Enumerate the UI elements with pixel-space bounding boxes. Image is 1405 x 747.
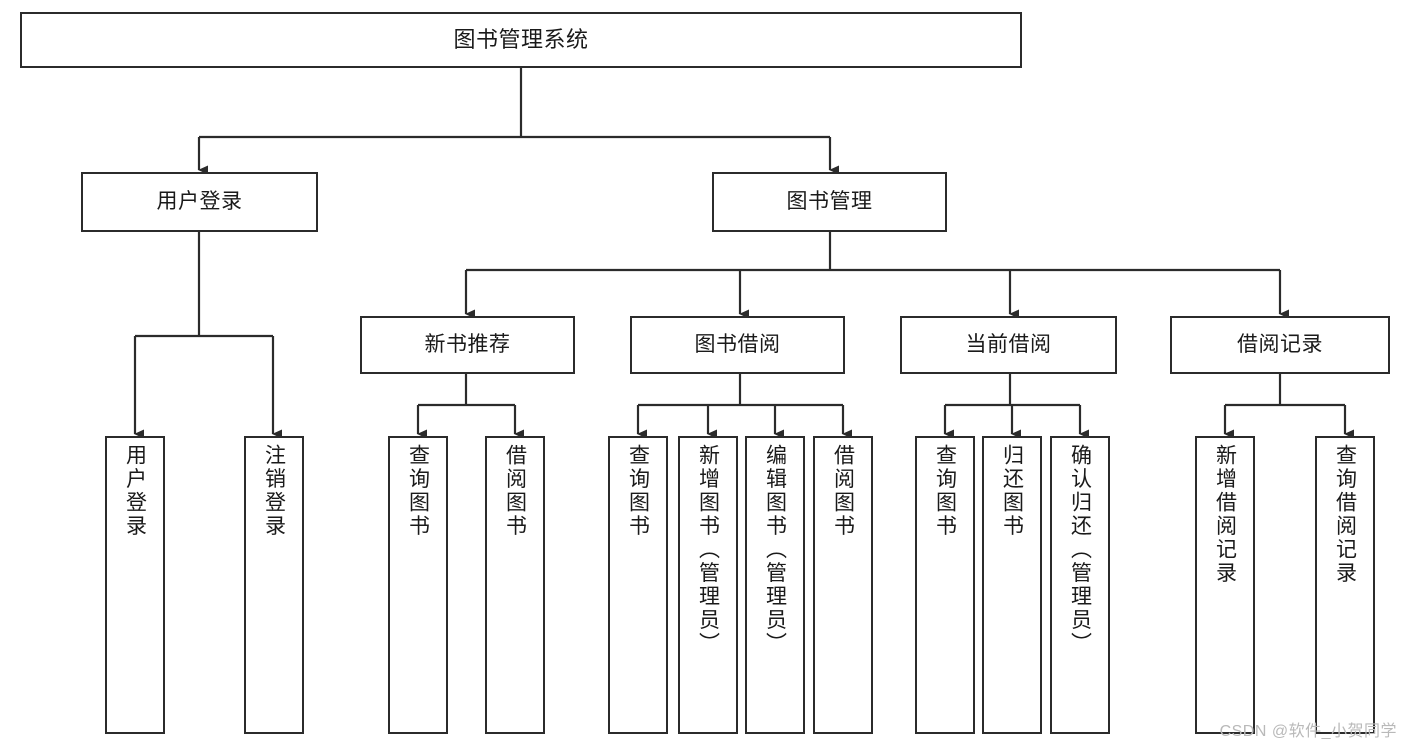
node-label: 用户登录 xyxy=(123,444,147,538)
node-leaf-add-book-admin[interactable]: 新增图书（管理员） xyxy=(678,436,738,734)
node-label: 查询图书 xyxy=(626,444,650,538)
node-label: 确认归还（管理员） xyxy=(1068,444,1092,656)
node-user-login[interactable]: 用户登录 xyxy=(81,172,318,232)
node-leaf-borrow-book-1[interactable]: 借阅图书 xyxy=(485,436,545,734)
node-label: 图书管理系统 xyxy=(453,27,589,53)
node-leaf-logout-login[interactable]: 注销登录 xyxy=(244,436,304,734)
watermark-text: CSDN @软件_小贺同学 xyxy=(1219,723,1397,740)
node-leaf-query-book-3[interactable]: 查询图书 xyxy=(915,436,975,734)
node-label: 查询图书 xyxy=(933,444,957,538)
node-label: 借阅记录 xyxy=(1237,332,1323,356)
node-label: 当前借阅 xyxy=(965,332,1052,356)
node-borrow-record[interactable]: 借阅记录 xyxy=(1170,316,1390,374)
node-leaf-borrow-book-2[interactable]: 借阅图书 xyxy=(813,436,873,734)
node-label: 归还图书 xyxy=(1000,444,1024,538)
node-label: 图书管理 xyxy=(786,189,873,213)
node-root-book-management-system[interactable]: 图书管理系统 xyxy=(20,12,1022,68)
node-leaf-query-borrow-record[interactable]: 查询借阅记录 xyxy=(1315,436,1375,734)
node-label: 查询图书 xyxy=(406,444,430,538)
node-leaf-query-book-2[interactable]: 查询图书 xyxy=(608,436,668,734)
node-label: 借阅图书 xyxy=(831,444,855,538)
node-leaf-user-login[interactable]: 用户登录 xyxy=(105,436,165,734)
node-label: 借阅图书 xyxy=(503,444,527,538)
node-leaf-return-book[interactable]: 归还图书 xyxy=(982,436,1042,734)
node-label: 新增借阅记录 xyxy=(1213,444,1237,585)
node-label: 图书借阅 xyxy=(694,332,781,356)
node-leaf-query-book-1[interactable]: 查询图书 xyxy=(388,436,448,734)
node-label: 查询借阅记录 xyxy=(1333,444,1357,585)
node-label: 用户登录 xyxy=(156,189,243,213)
node-label: 编辑图书（管理员） xyxy=(763,444,787,656)
node-label: 新书推荐 xyxy=(424,332,511,356)
node-current-borrow[interactable]: 当前借阅 xyxy=(900,316,1117,374)
node-label: 新增图书（管理员） xyxy=(696,444,720,656)
node-leaf-confirm-return-admin[interactable]: 确认归还（管理员） xyxy=(1050,436,1110,734)
node-leaf-add-borrow-record[interactable]: 新增借阅记录 xyxy=(1195,436,1255,734)
node-leaf-edit-book-admin[interactable]: 编辑图书（管理员） xyxy=(745,436,805,734)
node-label: 注销登录 xyxy=(262,444,286,538)
node-book-management[interactable]: 图书管理 xyxy=(712,172,947,232)
node-book-borrow[interactable]: 图书借阅 xyxy=(630,316,845,374)
node-new-book-recommend[interactable]: 新书推荐 xyxy=(360,316,575,374)
